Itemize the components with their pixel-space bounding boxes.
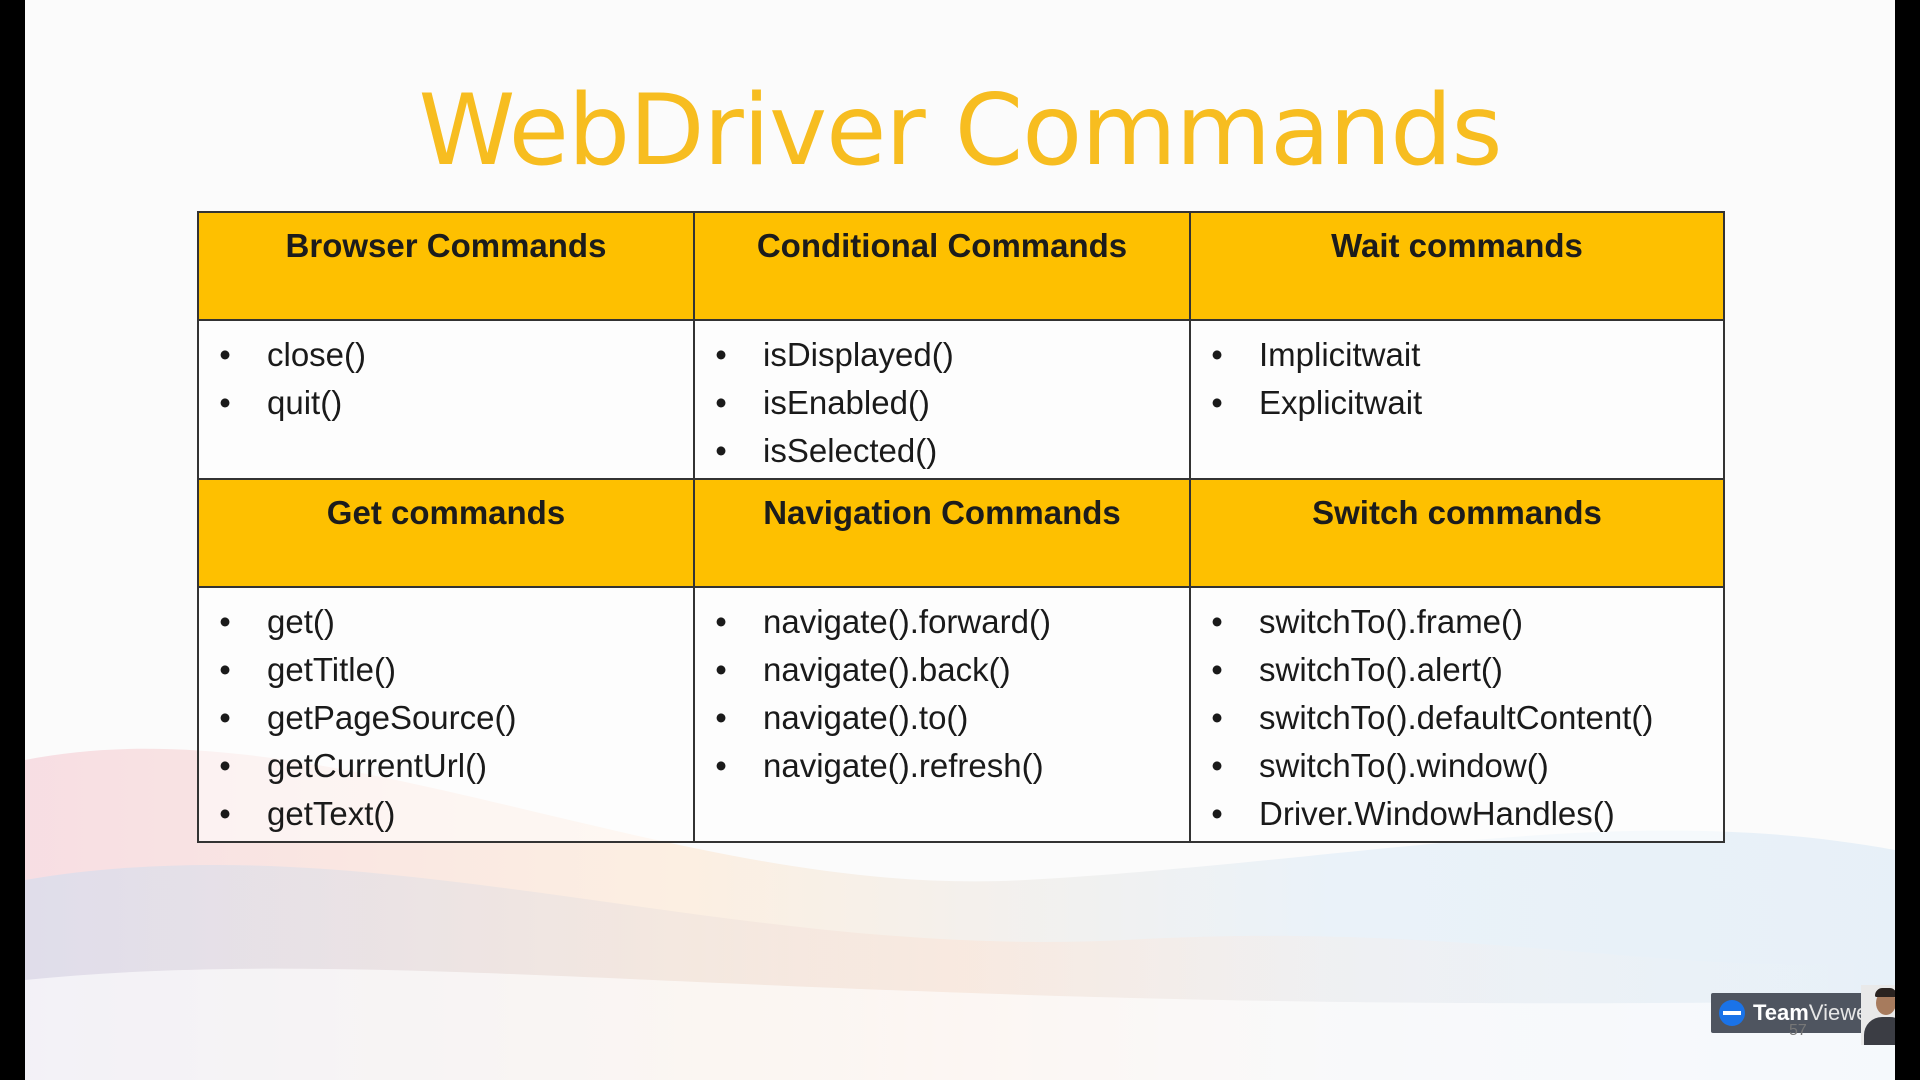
bullet: •	[715, 432, 727, 469]
list-item: • Driver.WindowHandles()	[1191, 790, 1723, 838]
command-text: Driver.WindowHandles()	[1259, 795, 1615, 832]
command-text: close()	[267, 336, 367, 373]
command-text: Explicitwait	[1259, 384, 1423, 421]
navigation-commands-list: • navigate().forward() • navigate().back()…	[695, 588, 1189, 790]
bullet: •	[219, 795, 231, 832]
command-text: navigate().back()	[763, 651, 1011, 688]
bullet: •	[715, 384, 727, 421]
header-get-commands: Get commands	[197, 478, 695, 588]
avatar-body	[1864, 1017, 1895, 1045]
command-text: navigate().to()	[763, 699, 969, 736]
list-item: • getCurrentUrl()	[199, 742, 693, 790]
list-item: • isEnabled()	[695, 379, 1189, 427]
command-text: switchTo().window()	[1259, 747, 1549, 784]
list-item: • navigate().refresh()	[695, 742, 1189, 790]
teamviewer-brand-bold: Team	[1753, 1000, 1809, 1025]
bullet: •	[1211, 336, 1223, 373]
avatar-head	[1876, 991, 1895, 1015]
slide-page-number: 57	[1789, 1022, 1807, 1039]
cell-switch-commands: •switchTo().frame() •switchTo().alert() …	[1189, 586, 1725, 843]
cell-get-commands: • get() • getTitle() • getPageSource() • get…	[197, 586, 695, 843]
list-item: • getText()	[199, 790, 693, 838]
content-row-2: • get() • getTitle() • getPageSource() • get…	[197, 586, 1725, 843]
bullet: •	[715, 336, 727, 373]
command-text: getText()	[267, 795, 396, 832]
bullet: •	[715, 699, 727, 736]
bullet: •	[1211, 603, 1223, 640]
header-browser-commands: Browser Commands	[197, 211, 695, 321]
command-text: navigate().forward()	[763, 603, 1051, 640]
header-conditional-commands: Conditional Commands	[693, 211, 1191, 321]
header-wait-commands: Wait commands	[1189, 211, 1725, 321]
cell-wait-commands: • Implicitwait • Explicitwait	[1189, 319, 1725, 480]
list-item: • Explicitwait	[1191, 379, 1723, 427]
wait-commands-list: • Implicitwait • Explicitwait	[1191, 321, 1723, 427]
list-item: • navigate().to()	[695, 694, 1189, 742]
list-item: • Implicitwait	[1191, 331, 1723, 379]
bullet: •	[219, 651, 231, 688]
command-text: navigate().refresh()	[763, 747, 1044, 784]
teamviewer-logo-icon	[1719, 1000, 1745, 1026]
header-row-1: Browser Commands Conditional Commands Wa…	[197, 211, 1725, 321]
list-item: • get()	[199, 598, 693, 646]
bullet: •	[1211, 795, 1223, 832]
bullet: •	[219, 336, 231, 373]
command-text: switchTo().defaultContent()	[1259, 699, 1654, 736]
command-text: Implicitwait	[1259, 336, 1421, 373]
bullet: •	[715, 651, 727, 688]
command-text: quit()	[267, 384, 343, 421]
bullet: •	[1211, 651, 1223, 688]
cell-browser-commands: • close() • quit()	[197, 319, 695, 480]
list-item: • close()	[199, 331, 693, 379]
command-text: getPageSource()	[267, 699, 517, 736]
bullet: •	[219, 603, 231, 640]
command-text: isEnabled()	[763, 384, 930, 421]
command-text: isSelected()	[763, 432, 938, 469]
bullet: •	[1211, 384, 1223, 421]
list-item: • quit()	[199, 379, 693, 427]
header-switch-commands: Switch commands	[1189, 478, 1725, 588]
slide-title: WebDriver Commands	[418, 74, 1502, 188]
avatar-hair	[1875, 988, 1895, 997]
header-row-2: Get commands Navigation Commands Switch …	[197, 478, 1725, 588]
list-item: • navigate().forward()	[695, 598, 1189, 646]
command-text: switchTo().alert()	[1259, 651, 1503, 688]
command-text: switchTo().frame()	[1259, 603, 1524, 640]
commands-table: Browser Commands Conditional Commands Wa…	[197, 211, 1725, 843]
command-text: getCurrentUrl()	[267, 747, 488, 784]
list-item: • navigate().back()	[695, 646, 1189, 694]
list-item: • isSelected()	[695, 427, 1189, 475]
switch-commands-list: •switchTo().frame() •switchTo().alert() …	[1191, 588, 1723, 838]
bullet: •	[1211, 747, 1223, 784]
get-commands-list: • get() • getTitle() • getPageSource() • get…	[199, 588, 693, 838]
list-item: • getTitle()	[199, 646, 693, 694]
conditional-commands-list: • isDisplayed() • isEnabled() • isSelected(…	[695, 321, 1189, 475]
teamviewer-badge[interactable]: TeamViewer	[1711, 993, 1886, 1033]
command-text: get()	[267, 603, 335, 640]
bullet: •	[219, 384, 231, 421]
list-item: • switchTo().window()	[1191, 742, 1723, 790]
browser-commands-list: • close() • quit()	[199, 321, 693, 427]
bullet: •	[1211, 699, 1223, 736]
cell-navigation-commands: • navigate().forward() • navigate().back()…	[693, 586, 1191, 843]
content-row-1: • close() • quit() • isDisplayed() • isEnabl…	[197, 319, 1725, 480]
list-item: • switchTo().frame()	[1191, 598, 1723, 646]
command-text: isDisplayed()	[763, 336, 954, 373]
header-navigation-commands: Navigation Commands	[693, 478, 1191, 588]
command-text: getTitle()	[267, 651, 396, 688]
list-item: • isDisplayed()	[695, 331, 1189, 379]
bullet: •	[715, 747, 727, 784]
bullet: •	[219, 747, 231, 784]
cell-conditional-commands: • isDisplayed() • isEnabled() • isSelected(…	[693, 319, 1191, 480]
list-item: • switchTo().alert()	[1191, 646, 1723, 694]
list-item: • getPageSource()	[199, 694, 693, 742]
list-item: • switchTo().defaultContent()	[1191, 694, 1723, 742]
presentation-slide: WebDriver Commands Browser Commands Cond…	[25, 0, 1895, 1080]
bullet: •	[715, 603, 727, 640]
presenter-avatar	[1861, 985, 1895, 1045]
bullet: •	[219, 699, 231, 736]
